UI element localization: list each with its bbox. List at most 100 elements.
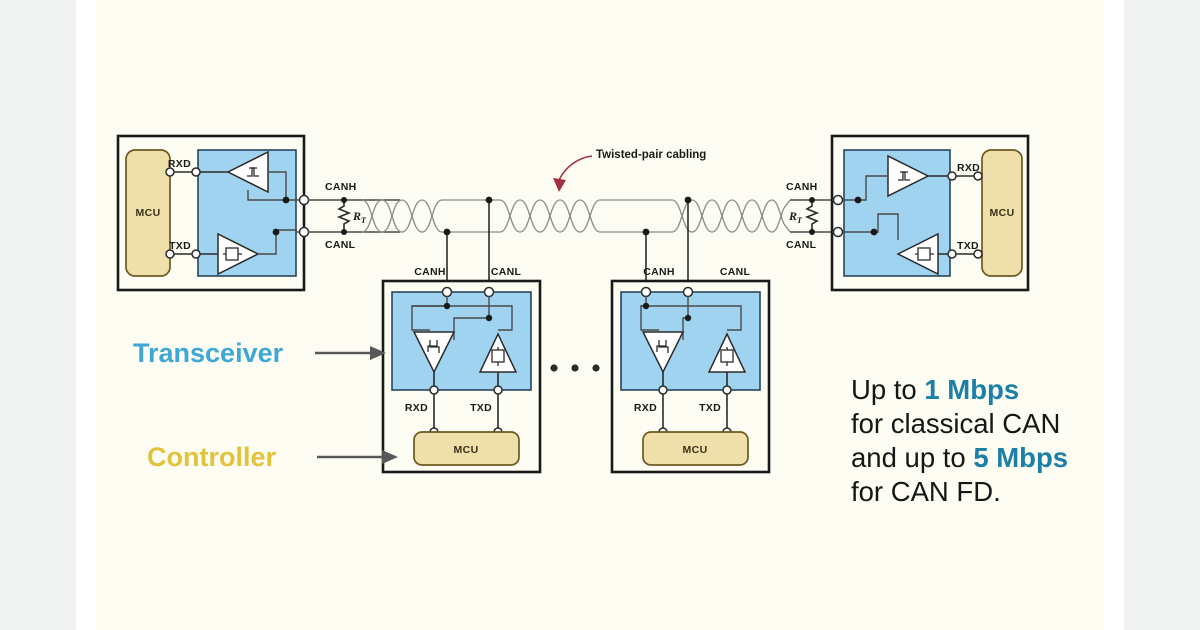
twisted-pair-arrow-line — [558, 155, 593, 181]
driver-icon — [223, 247, 242, 261]
node-left-mcu-box — [125, 149, 171, 277]
node-left-mcu-txd-pin — [165, 249, 175, 259]
node-bottom-1-canh-terminal — [441, 286, 453, 298]
node-left-internal-canh — [268, 171, 304, 201]
right-resistor-sub: T — [797, 216, 803, 225]
node-bottom-2-txd-pin — [722, 385, 732, 395]
node-left: MCU RXD TXD — [116, 134, 310, 292]
node-bottom-1-receiver-triangle — [412, 331, 456, 374]
left-canl-label: CANL — [325, 239, 356, 251]
right-edge-band — [1124, 0, 1200, 630]
ellipsis-between-nodes — [550, 364, 600, 372]
left-canh-label: CANH — [325, 181, 357, 193]
node-left-rxd-pin — [191, 167, 201, 177]
right-terminator-group: CANH CANL R T — [786, 181, 832, 251]
tap-node1-canh-dot — [485, 196, 493, 204]
node-left-txd-pin — [191, 249, 201, 259]
node-bottom-1-canl-dot — [485, 314, 493, 322]
callout-transceiver-group: Transceiver — [133, 338, 386, 368]
controller-arrowhead — [382, 450, 398, 464]
controller-callout-label: Controller — [147, 442, 276, 472]
figure-background-panel — [96, 0, 1104, 630]
node-bottom-1-canh-dot — [443, 302, 451, 310]
tap-node1-canl-dot — [443, 228, 451, 236]
speed-note-line-4: for CAN FD. — [851, 476, 1001, 507]
node-bottom-1-internal-canl — [453, 296, 490, 340]
right-terminator-resistor — [804, 200, 820, 232]
driver-icon — [720, 347, 734, 366]
callout-controller-group: Controller — [147, 442, 398, 472]
node-left-internal-canl — [258, 229, 304, 255]
node-bottom-1-rxd-pin — [429, 385, 439, 395]
left-term-top-dot — [341, 197, 347, 203]
schmitt-icon — [898, 171, 910, 181]
node-bottom-2-canl-terminal — [682, 286, 694, 298]
node-bottom-1: CANH CANL — [381, 266, 542, 474]
right-resistor-label: R — [788, 209, 797, 223]
node-bottom-2-txd-label: TXD — [699, 402, 721, 414]
node-bottom-2-canh-dot — [642, 302, 650, 310]
node-right-txd-pin — [947, 249, 957, 259]
node-right-canh-junction — [854, 196, 862, 204]
node-right-rxd-label: RXD — [957, 162, 980, 174]
left-resistor-sub: T — [361, 216, 367, 225]
speed-note-line-2: for classical CAN — [851, 408, 1061, 439]
node-bottom-2-receiver-triangle — [641, 331, 685, 374]
node-bottom-1-rxd-label: RXD — [405, 402, 428, 414]
node-bottom-1-mcu-label: MCU — [453, 444, 478, 456]
tap-node2-canl-dot — [642, 228, 650, 236]
transceiver-callout-label: Transceiver — [133, 338, 284, 368]
node-right-internal-canh — [832, 175, 888, 201]
node-right: MCU RXD TXD — [830, 134, 1030, 292]
node-left-rxd-label: RXD — [168, 158, 191, 170]
node-right-mcu-box — [981, 149, 1023, 277]
right-term-top-dot — [809, 197, 815, 203]
left-terminator-group: CANH CANL R T — [308, 181, 400, 251]
speed-note-line-1: Up to 1 Mbps — [851, 373, 1068, 407]
node-bottom-1-canh-label: CANH — [414, 266, 446, 278]
node-bottom-2-canh-terminal — [640, 286, 652, 298]
node-left-mcu-rxd-pin — [165, 167, 175, 177]
twisted-pair-annotation: Twisted-pair cabling — [553, 149, 706, 192]
node-bottom-1-txd-pin — [493, 385, 503, 395]
node-bottom-1-internal-ret — [412, 305, 513, 331]
left-edge-band — [0, 0, 76, 630]
schmitt-icon — [247, 167, 259, 177]
left-term-bottom-dot — [341, 229, 347, 235]
speed-note-line-3: and up to 5 Mbps — [851, 441, 1068, 475]
twisted-pair-arrowhead — [553, 178, 566, 192]
right-term-bottom-dot — [809, 229, 815, 235]
node-right-canh-terminal — [832, 194, 844, 206]
node-bottom-1-mcu-box — [413, 431, 520, 466]
node-bottom-2-internal-ret — [641, 305, 742, 331]
node-bottom-1-canl-label: CANL — [491, 266, 522, 278]
node-bottom-1-canl-terminal — [483, 286, 495, 298]
node-right-txd-label: TXD — [957, 240, 979, 252]
driver-icon — [915, 247, 934, 261]
schmitt-icon — [656, 340, 669, 353]
node-left-canl-junction — [272, 228, 280, 236]
node-left-txd-label: TXD — [169, 240, 191, 252]
driver-icon — [491, 347, 505, 366]
node-left-mcu-label: MCU — [135, 207, 160, 219]
node-bottom-2-rxd-pin — [658, 385, 668, 395]
twisted-pair-label: Twisted-pair cabling — [596, 149, 706, 161]
left-terminator-resistor — [336, 200, 352, 232]
node-right-mcu-label: MCU — [989, 207, 1014, 219]
left-resistor-label: R — [352, 209, 361, 223]
twisted-pair-cable — [361, 199, 791, 233]
transceiver-arrowhead — [370, 346, 386, 360]
node-right-rxd-pin — [947, 171, 957, 181]
node-bottom-2-canl-label: CANL — [720, 266, 751, 278]
node-bottom-1-txd-label: TXD — [470, 402, 492, 414]
node-bottom-2-canh-label: CANH — [643, 266, 675, 278]
node-right-mcu-rxd-pin — [973, 171, 983, 181]
right-canh-label: CANH — [786, 181, 818, 193]
speed-line3-value: 5 Mbps — [973, 442, 1069, 473]
schmitt-icon — [427, 340, 440, 353]
bus-taps — [443, 196, 692, 281]
node-right-mcu-txd-pin — [973, 249, 983, 259]
node-right-canl-terminal — [832, 226, 844, 238]
speed-line1-value: 1 Mbps — [924, 374, 1020, 405]
